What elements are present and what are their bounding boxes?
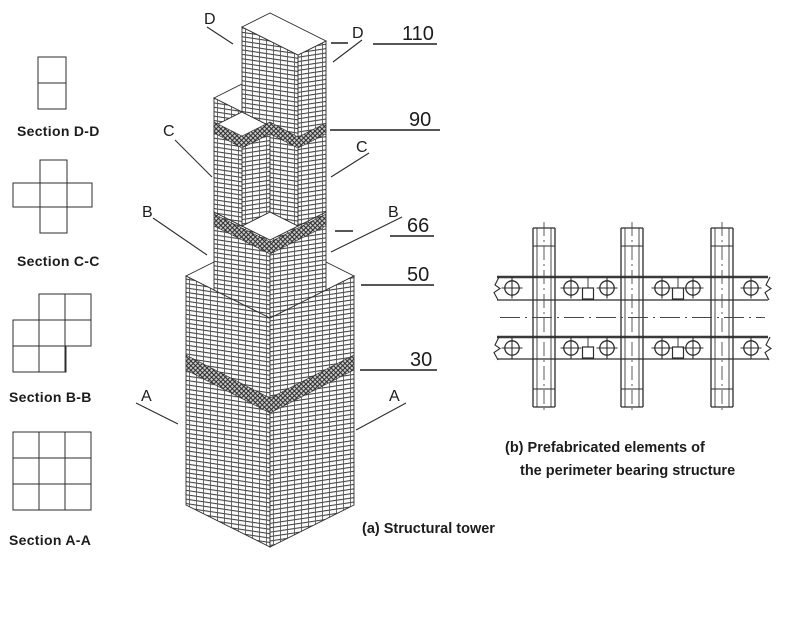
cut-letter-c-left: C: [163, 123, 175, 140]
leader-a-right: [355, 402, 407, 431]
section-bb-label: Section B-B: [9, 389, 92, 405]
cut-letter-c-right: C: [356, 139, 368, 156]
prefab-panel: (b) Prefabricated elements of the perime…: [493, 221, 772, 479]
level-50: 50: [407, 264, 429, 286]
tower-top-face: [240, 12, 328, 56]
beam-bottom: [493, 335, 772, 361]
structural-tower: [184, 12, 356, 548]
cut-letter-d-left: D: [204, 11, 216, 28]
caption-b-line1: (b) Prefabricated elements of: [505, 440, 705, 456]
section-dd-label: Section D-D: [17, 123, 100, 139]
cut-band-level-90: [213, 121, 327, 149]
leader-b-left: [152, 217, 208, 256]
cut-band-level-66: [213, 213, 327, 255]
section-cc-shape: [12, 159, 93, 234]
cut-letter-d-right: D: [352, 25, 364, 42]
cut-letter-b-right: B: [388, 204, 399, 221]
cut-letter-a-right: A: [389, 388, 400, 405]
level-90: 90: [409, 109, 431, 131]
level-110: 110: [402, 23, 434, 45]
leader-a-left: [135, 402, 179, 425]
level-30: 30: [410, 349, 432, 371]
cut-band-level-30: [185, 354, 355, 414]
cut-letter-a-left: A: [141, 388, 152, 405]
section-aa-label: Section A-A: [9, 532, 91, 548]
section-dd-shape: [37, 56, 67, 110]
caption-a: (a) Structural tower: [362, 521, 495, 537]
leader-c-left: [174, 139, 213, 178]
leader-c-right: [330, 152, 370, 178]
base-left-face: [185, 275, 271, 548]
cut-letter-b-left: B: [142, 204, 153, 221]
base-right-face: [269, 275, 355, 548]
leader-d-right: [332, 39, 363, 63]
section-bb-shape: [12, 293, 92, 373]
beam-top: [493, 275, 772, 301]
tower-annotations: D C B A D C B A 110 90 66 50 30: [135, 11, 440, 431]
section-aa-shape: [12, 431, 92, 511]
section-cc-label: Section C-C: [17, 253, 100, 269]
leader-d-left: [206, 26, 234, 45]
level-66: 66: [407, 215, 429, 237]
caption-b-line2: the perimeter bearing structure: [520, 463, 735, 479]
leader-b-right: [330, 216, 403, 253]
